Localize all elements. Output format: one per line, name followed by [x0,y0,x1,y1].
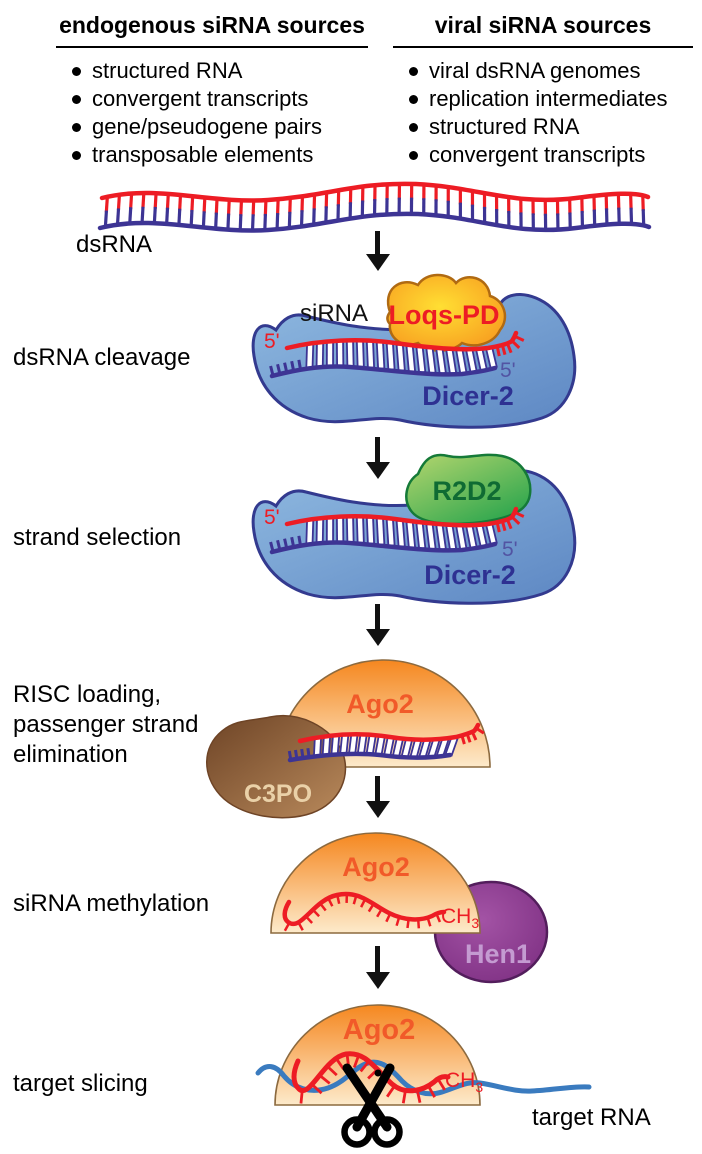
dsrna-label: dsRNA [76,231,153,258]
loqs-pd-body [386,273,507,352]
dsrna-rungs [103,183,646,231]
sirna-passenger-strand [269,540,498,555]
five-prime-label: 5' [500,359,516,382]
dsrna-duplex-graphic [97,181,652,233]
risc-step-line: passenger strand [13,711,199,738]
viral-sources-title: viral siRNA sources [393,12,693,48]
selection-step-label: strand selection [13,524,182,551]
methylation-step-label: siRNA methylation [13,890,210,917]
down-arrow-icon [366,946,390,989]
methylated-guide-strand [291,1051,451,1094]
sirna-passenger-strand [287,751,453,763]
sirna-guide-strand [284,506,519,528]
list-item: structured RNA [56,57,368,85]
c3po-label: C3PO [244,780,312,808]
methylated-guide-strand [282,891,447,927]
r2d2-label: R2D2 [432,476,501,506]
endogenous-sources-list: structured RNA convergent transcripts ge… [56,57,368,169]
risc-step-line: RISC loading, [13,681,162,708]
endogenous-sources-title: endogenous siRNA sources [56,12,368,48]
dicer-r2d2-complex: 5' 5' R2D2 Dicer-2 [251,453,577,605]
target-rna-label: target RNA [532,1104,651,1131]
sirna-passenger-strand [269,364,498,379]
list-item: gene/pseudogene pairs [56,113,368,141]
sirna-duplex-rungs [305,516,498,551]
ago2-label: Ago2 [346,689,414,719]
loqs-pd-label: Loqs-PD [389,300,500,330]
ago2-slicing-complex: CH3 Ago2 [255,1004,592,1148]
dicer2-label: Dicer-2 [422,381,514,411]
ago2-hen1-complex: Hen1 CH3 Ago2 [270,832,549,984]
sirna-guide-strand [297,722,481,744]
sirna-duplex-rungs [305,340,498,375]
down-arrow-icon [366,776,390,818]
dicer2-label: Dicer-2 [424,560,516,590]
ago2-label: Ago2 [343,1014,416,1046]
scissors-icon [341,1063,403,1148]
viral-sources-list: viral dsRNA genomes replication intermed… [393,57,693,169]
list-item: transposable elements [56,141,368,169]
dsrna-bottom-strand [97,211,652,233]
sirna-guide-strand [284,330,519,352]
risc-step-line: elimination [13,741,128,768]
sirna-duplex-rungs [313,733,459,759]
ch3-label: CH3 [445,1069,483,1095]
r2d2-body [405,453,532,526]
down-arrow-icon [366,437,390,479]
sirna-label: siRNA [300,300,368,327]
ch3-label: CH3 [441,905,479,931]
hen1-label: Hen1 [465,939,531,969]
viral-sources-column: viral siRNA sources viral dsRNA genomes … [393,12,693,169]
dicer-loqs-complex: 5' 5' siRNA Loqs-PD Dicer-2 [251,273,577,429]
risc-step-label: RISC loading, passenger strand eliminati… [13,680,198,770]
list-item: convergent transcripts [56,85,368,113]
list-item: viral dsRNA genomes [393,57,693,85]
list-item: replication intermediates [393,85,693,113]
down-arrow-icon [366,604,390,646]
five-prime-label: 5' [502,538,518,561]
ago2-label: Ago2 [342,852,410,882]
five-prime-label: 5' [264,330,280,353]
endogenous-sources-column: endogenous siRNA sources structured RNA … [56,12,368,169]
five-prime-label: 5' [264,506,280,529]
ago2-c3po-complex: Ago2 C3PO [206,659,491,819]
slicing-step-label: target slicing [13,1070,148,1097]
list-item: structured RNA [393,113,693,141]
dsrna-top-strand [99,181,651,203]
down-arrow-icon [366,231,390,271]
list-item: convergent transcripts [393,141,693,169]
cleavage-step-label: dsRNA cleavage [13,344,191,371]
